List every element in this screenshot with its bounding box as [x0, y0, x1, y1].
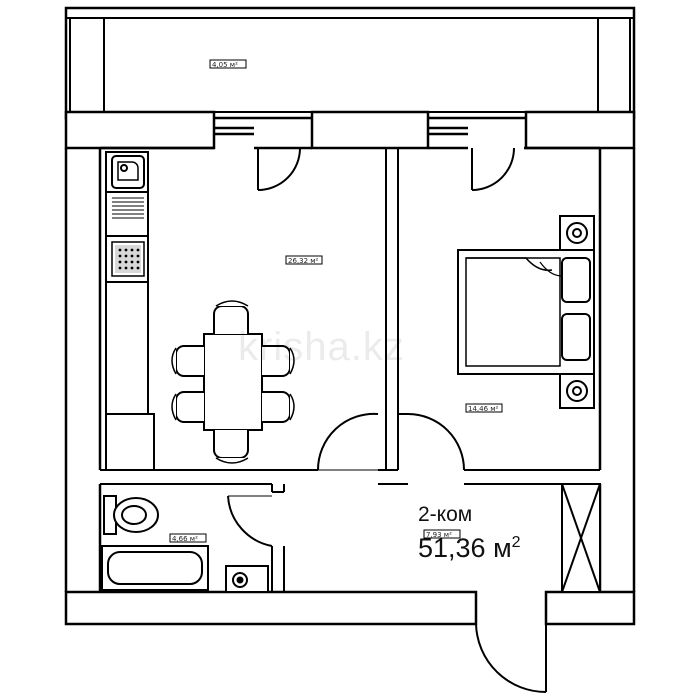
balcony — [64, 6, 636, 120]
nightstand-top — [559, 215, 595, 251]
kitchen-counter — [105, 151, 155, 471]
tag-hall: 7,93 м² — [426, 531, 452, 539]
room-tags: 4,05 м² 26,32 м² 14,46 м² 4,66 м² 7,93 м… — [169, 59, 503, 543]
balcony-doors — [257, 147, 515, 191]
tag-balcony: 4,05 м² — [212, 61, 238, 69]
partition-hall — [100, 412, 600, 485]
dining-chairs — [171, 300, 295, 464]
partition-living-bedroom — [385, 147, 399, 471]
washbasin-icon — [225, 565, 269, 593]
total-area-label: 51,36 м2 — [418, 533, 521, 564]
bed — [457, 249, 595, 375]
toilet-icon — [103, 495, 159, 535]
nightstand-bottom — [559, 373, 595, 409]
stove-icon — [111, 241, 145, 277]
entrance-door — [475, 592, 547, 693]
exterior-walls — [64, 110, 636, 626]
watermark: krisha.kz — [238, 325, 405, 369]
total-area-value: 51,36 м — [418, 533, 512, 563]
closet — [561, 483, 601, 593]
room-count-label: 2-ком — [418, 503, 473, 526]
tag-bedroom: 14,46 м² — [468, 405, 499, 413]
bathroom-walls — [227, 484, 285, 592]
bathtub-icon — [101, 545, 209, 591]
dish-rack-icon — [112, 197, 144, 219]
total-area-exponent: 2 — [511, 534, 521, 551]
sink-icon — [111, 155, 145, 189]
tag-bathroom: 4,66 м² — [172, 535, 198, 543]
tag-living: 26,32 м² — [288, 257, 319, 265]
